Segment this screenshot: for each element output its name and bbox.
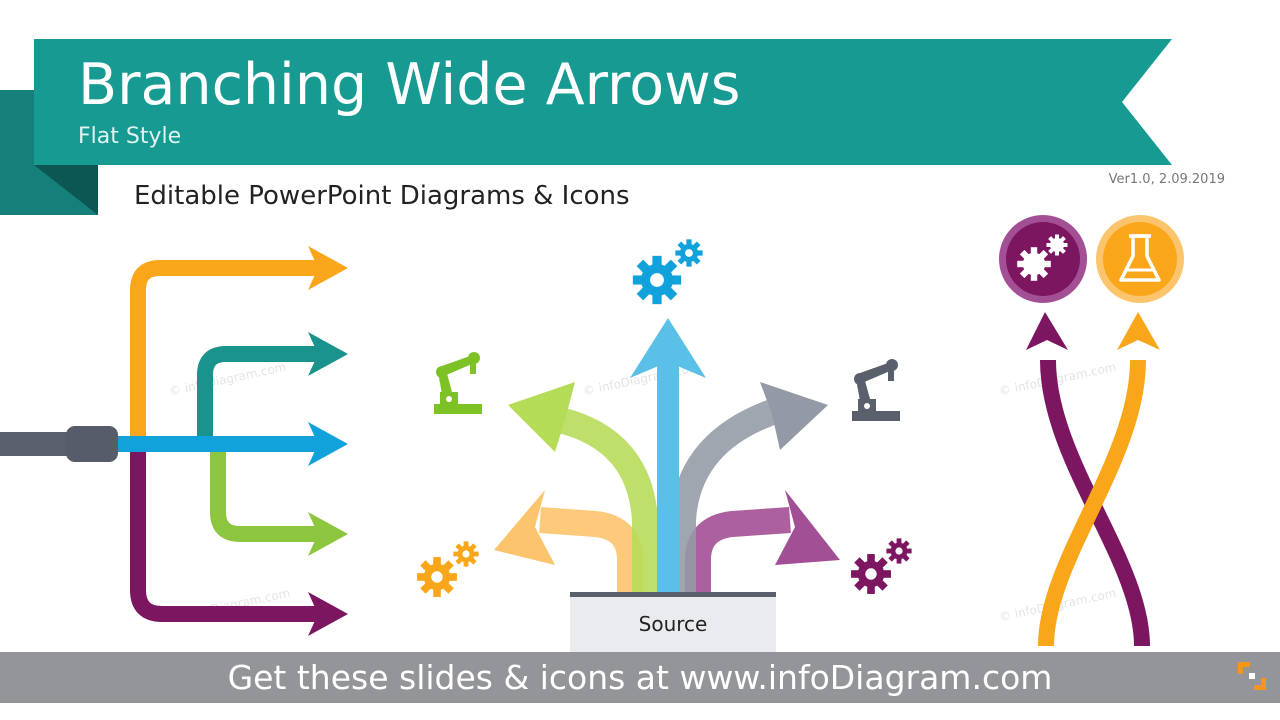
infodiagram-logo-icon xyxy=(1238,662,1266,690)
footer-bar xyxy=(0,652,1280,703)
branch-arrow-purple xyxy=(118,436,318,622)
fan-arrowhead-light-orange xyxy=(494,490,555,565)
source-box xyxy=(570,592,776,652)
source-pipe xyxy=(0,432,72,456)
footer-bottom-band xyxy=(0,703,1280,720)
center-arrow-fan xyxy=(494,318,840,592)
gears-icon-circle xyxy=(999,215,1087,303)
branch-arrow-teal xyxy=(190,346,318,452)
robot-arm-icon-green xyxy=(434,352,482,414)
fan-arrowhead-gray xyxy=(760,382,828,450)
arrowhead-orange xyxy=(308,246,348,290)
pipe-coupler xyxy=(66,426,118,462)
gears-icon-blue xyxy=(632,239,703,305)
fan-arrowhead-magenta xyxy=(775,490,840,565)
footer-link-text[interactable]: Get these slides & icons at www.infoDiag… xyxy=(227,658,1053,697)
crossing-arrowhead-purple xyxy=(1026,312,1068,350)
fan-arrow-magenta xyxy=(685,507,791,592)
left-branching-arrows xyxy=(0,246,348,636)
fan-arrowhead-light-blue xyxy=(630,318,706,378)
crossing-arrow-orange xyxy=(1038,359,1146,647)
page-subtitle: Flat Style xyxy=(78,124,182,149)
fan-arrow-gray xyxy=(670,397,783,592)
title-banner xyxy=(34,39,1172,165)
right-crossing-arrows xyxy=(1026,312,1160,647)
arrowhead-blue xyxy=(308,422,348,466)
flask-icon-circle xyxy=(1096,215,1184,303)
branch-arrow-green xyxy=(190,436,318,542)
fan-arrowhead-light-green xyxy=(508,382,575,452)
branch-arrow-orange xyxy=(118,260,318,452)
source-label: Source xyxy=(638,612,708,636)
fan-arrow-light-green xyxy=(556,407,658,592)
robot-arm-icon-gray xyxy=(852,359,900,421)
version-label: Ver1.0, 2.09.2019 xyxy=(1108,172,1225,187)
page-title: Branching Wide Arrows xyxy=(78,52,741,118)
arrowhead-green xyxy=(308,512,348,556)
arrowhead-purple xyxy=(308,592,348,636)
gears-icon-orange xyxy=(417,541,479,597)
section-heading: Editable PowerPoint Diagrams & Icons xyxy=(134,181,630,211)
crossing-arrowhead-orange xyxy=(1117,312,1160,350)
arrowhead-teal xyxy=(308,332,348,376)
gears-icon-purple xyxy=(851,538,912,594)
fan-arrow-light-orange xyxy=(539,507,643,592)
